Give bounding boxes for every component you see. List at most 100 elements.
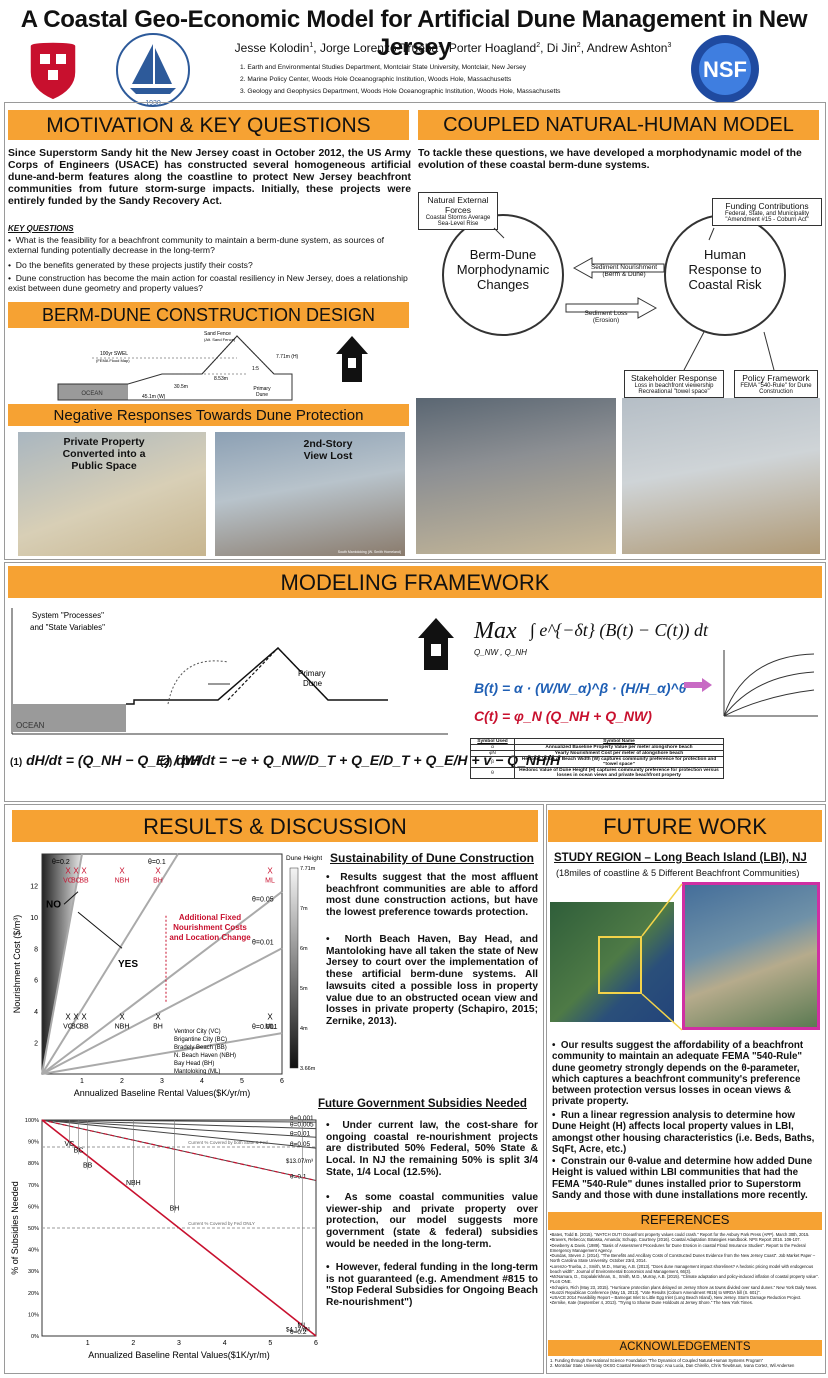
chart1-point-marker: X [73,1013,79,1022]
svg-text:100yr SWEL: 100yr SWEL [100,351,128,357]
author: Jesse Kolodin [234,41,310,55]
chart1-ytick: 2 [34,1041,38,1048]
svg-text:Dune: Dune [303,679,323,688]
chart2-ytick: 50% [28,1226,39,1232]
svg-text:45.1m (W): 45.1m (W) [142,394,166,400]
reference-item: •Bravers, Rebecca; Batassa, Amanda; Schu… [550,1237,801,1243]
key-questions-label: KEY QUESTIONS [8,224,74,233]
photo-view-lost: 2nd-Story View Lost South Mantoloking (W… [215,432,405,556]
chart2-ytick: 20% [28,1291,39,1297]
top-section [4,102,826,560]
svg-text:Dune: Dune [256,392,268,398]
natural-forces-box: Natural External Forces Coastal Storms A… [418,192,498,230]
chart1-point-label: BC [71,878,81,885]
reference-item: •Bates, Todd B. (2015). "WATCH OUT! Ocea… [550,1232,810,1237]
references-list: •Bates, Todd B. (2015). "WATCH OUT! Ocea… [550,1232,820,1306]
svg-text:1:5: 1:5 [252,366,259,372]
chart2-ytick: 80% [28,1161,39,1167]
benefit-eq: B(t) = α · (W/W_α)^β · (H/H_α)^θ [474,680,687,696]
reference-item: •McNamara, D., Gopalakrishnan, S., Smith… [550,1274,819,1285]
photo-caption: 2nd-Story View Lost [303,438,353,463]
whoi-year: 1930 [145,100,161,107]
future-p1: • Our results suggest the affordability … [552,1040,804,1108]
acknowledgements-list: 1. Funding through the National Science … [550,1358,820,1369]
chart1-ytick: 4 [34,1009,38,1016]
chart1-point-label: BC [71,1024,81,1031]
chart1-arrow-yes [77,911,123,949]
chart1-series-label: θ=0.001 [252,1024,278,1031]
results-p4: • As some coastal communities value view… [326,1192,538,1250]
future-p2: • Run a linear regression analysis to de… [552,1110,815,1155]
svg-text:OCEAN: OCEAN [81,391,102,397]
chart1-series-line [41,853,83,1075]
svg-text:Sand Fence: Sand Fence [204,331,231,337]
reference-item: •Suozzi Republican Conference (May 15, 2… [550,1289,761,1295]
chart1-point-marker: X [81,1013,87,1022]
chart2-svg: Current % Covered by both State & FedCur… [10,1115,318,1360]
funding-box: Funding Contributions Federal, State, an… [712,198,822,226]
nourish-label: Sediment Nourishment(Berm & Dune) [590,264,658,279]
chart1-legend-item: N. Beach Haven (NBH) [174,1053,236,1059]
framework-section [4,562,826,802]
key-question: • What is the feasibility for a beachfro… [8,235,385,255]
chart1-series-label: θ=0.1 [148,859,166,866]
chart1-series-label: θ=0.05 [252,897,274,904]
chart1-point-marker: X [267,1013,273,1022]
construction-diagram: OCEAN 100yr SWEL (FEMA Flood Map) Sand F… [52,330,372,402]
chart1-point-marker: X [73,867,79,876]
chart2-series-label: θ=0.001 [290,1115,314,1122]
chart1-point-label: NBH [115,878,130,885]
svg-text:System "Processes": System "Processes" [32,611,104,620]
svg-text:OCEAN: OCEAN [16,721,45,730]
chart1-ytick: 12 [30,883,38,890]
chart2-xlabel: Annualized Baseline Rental Values($1K/yr… [88,1350,269,1360]
framework-heading: MODELING FRAMEWORK [8,566,822,598]
chart1-ytick: 8 [34,946,38,953]
chart2-series-label: θ=0.2 [290,1329,307,1336]
chart1-colorbar-tick: 4m [300,1026,308,1032]
chart1-colorbar-tick: 7m [300,906,308,912]
reference-item: •Dundas, Steven J. (2014). "The Benefits… [550,1253,816,1264]
chart1-series-line [41,853,179,1075]
chart2-series-label: θ=0.01 [290,1130,310,1137]
chart1-colorbar-tick: 3.66m [300,1066,316,1072]
chart1-point-label: VC [63,1024,73,1031]
benefit-curve-plot [714,646,822,722]
svg-text:and "State Variables": and "State Variables" [30,623,105,632]
results-sub2: Future Government Subsidies Needed [318,1098,527,1110]
chart2-ytick: 30% [28,1269,39,1275]
whoi-logo: 1930 [108,30,198,110]
chart1-point-label: BH [153,878,163,885]
chart1-point-marker: X [65,867,71,876]
equation-2: (2) dW/dt = −e + Q_NW/D_T + Q_E/D_T + Q_… [160,752,561,768]
chart2-ytick: 90% [28,1140,39,1146]
chart1-xtick: 2 [120,1078,124,1085]
chart1-legend-item: Mantoloking (ML) [174,1069,220,1075]
reference-item: •Lorenzo-Trueba, J., Smith, M.D., Murray… [550,1263,814,1274]
left-circle [442,214,564,336]
lbi-map [548,880,822,1032]
chart1-ytick: 6 [34,978,38,985]
chart1-xtick: 5 [240,1078,244,1085]
chart1-ytick: 10 [30,915,38,922]
chart1-point-label: BB [79,1024,89,1031]
equation-1: (1) dH/dt = (Q_NH − Q_E) / pH [10,752,201,768]
future-p3: • Constrain our θ-value and determine ho… [552,1156,813,1201]
chart1-point-label: BH [153,1024,163,1031]
chart2-ytick: 10% [28,1312,39,1318]
reference-item: •Zernike, Kate (September 4, 2013). "Try… [550,1300,753,1306]
references-heading: REFERENCES [548,1212,822,1230]
reference-item: •Schapiro, Rich (May 23, 2015). "Hurrica… [550,1284,818,1290]
reference-item: •USACE 2014 Feasibility Report – Barnega… [550,1295,802,1300]
chart2-ytick: 40% [28,1248,39,1254]
coupled-intro: To tackle these questions, we have devel… [418,148,802,171]
chart1-point-marker: X [65,1013,71,1022]
chart1-legend-item: Bradely Beach (BB) [174,1045,227,1051]
chart1-colorbar-tick: 6m [300,946,308,952]
chart2-ytick: 70% [28,1183,39,1189]
affiliation: 1. Earth and Environmental Studies Depar… [240,64,527,71]
chart1-legend-item: Bay Head (BH) [174,1061,214,1067]
